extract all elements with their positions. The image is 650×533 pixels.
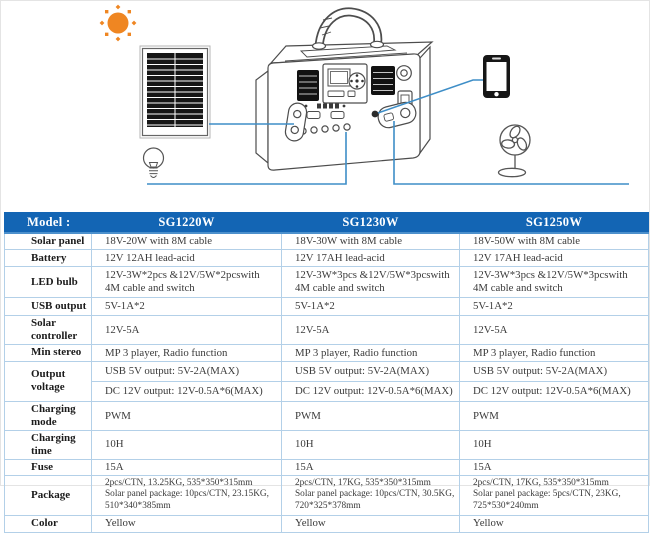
row-label: Color — [4, 514, 92, 533]
row-usb-output: USB output 5V-1A*2 5V-1A*2 5V-1A*2 — [4, 297, 649, 316]
row-solar-controller: Solar controller 12V-5A 12V-5A 12V-5A — [4, 315, 649, 345]
package-line: Solar panel package: 5pcs/CTN, 23KG, 725… — [473, 489, 621, 512]
row-package: Package 2pcs/CTN, 13.25KG, 535*350*315mm… — [4, 474, 649, 516]
spec-cell: PWM — [459, 400, 649, 431]
package-line: 2pcs/CTN, 13.25KG, 535*350*315mm — [105, 477, 253, 488]
row-label: Charging mode — [4, 400, 92, 431]
spec-cell: 12V-5A — [459, 315, 649, 345]
spec-cell: 15A — [281, 458, 460, 476]
spec-cell: 18V-50W with 8M cable — [459, 232, 649, 250]
model-header-label: Model : — [4, 212, 92, 234]
spec-cell: 15A — [459, 458, 649, 476]
package-line: 2pcs/CTN, 17KG, 535*350*315mm — [473, 477, 609, 488]
row-charging-time: Charging time 10H 10H 10H — [4, 429, 649, 460]
spec-cell: DC 12V output: 12V-0.5A*6(MAX) — [91, 380, 282, 402]
row-solar-panel: Solar panel 18V-20W with 8M cable 18V-30… — [4, 232, 649, 250]
spec-table: Model : SG1220W SG1230W SG1250W Solar pa… — [4, 212, 649, 533]
spec-cell: 10H — [91, 429, 282, 460]
spec-cell: 12V-5A — [281, 315, 460, 345]
spec-cell: 5V-1A*2 — [281, 297, 460, 316]
sun-icon — [99, 4, 137, 42]
spec-cell: 18V-30W with 8M cable — [281, 232, 460, 250]
row-led-bulb: LED bulb 12V-3W*2pcs &12V/5W*2pcswith 4M… — [4, 266, 649, 298]
spec-cell: DC 12V output: 12V-0.5A*6(MAX) — [281, 380, 460, 402]
model-column-sg1250w: SG1250W — [459, 212, 649, 234]
spec-cell: 5V-1A*2 — [91, 297, 282, 316]
spec-cell: 2pcs/CTN, 13.25KG, 535*350*315mm Solar p… — [91, 474, 282, 516]
spec-cell: Yellow — [281, 514, 460, 533]
spec-cell: 12V 17AH lead-acid — [281, 249, 460, 267]
solar-panel-icon — [139, 45, 211, 139]
row-min-stereo: Min stereo MP 3 player, Radio function M… — [4, 343, 649, 362]
row-label: Battery — [4, 249, 92, 267]
package-line: Solar panel package: 10pcs/CTN, 23.15KG,… — [105, 489, 269, 512]
row-label: Min stereo — [4, 343, 92, 362]
row-fuse: Fuse 15A 15A 15A — [4, 458, 649, 476]
row-label: LED bulb — [4, 266, 92, 298]
spec-cell: 2pcs/CTN, 17KG, 535*350*315mm Solar pane… — [281, 474, 460, 516]
spec-cell: 12V-3W*3pcs &12V/5W*3pcswith 4M cable an… — [281, 266, 460, 298]
model-column-sg1220w: SG1220W — [91, 212, 282, 234]
spec-cell: 18V-20W with 8M cable — [91, 232, 282, 250]
row-label: USB output — [4, 297, 92, 316]
spec-cell: MP 3 player, Radio function — [281, 343, 460, 362]
row-label: Package — [4, 474, 92, 516]
row-label: Solar controller — [4, 315, 92, 345]
row-battery: Battery 12V 12AH lead-acid 12V 17AH lead… — [4, 249, 649, 267]
row-color: Color Yellow Yellow Yellow — [4, 514, 649, 533]
spec-cell: 12V-5A — [91, 315, 282, 345]
spec-cell: MP 3 player, Radio function — [91, 343, 282, 362]
spec-cell: 15A — [91, 458, 282, 476]
light-bulb-icon — [142, 147, 165, 178]
connector-lines — [147, 79, 629, 185]
spec-cell: 12V 17AH lead-acid — [459, 249, 649, 267]
row-label: Charging time — [4, 429, 92, 460]
model-column-sg1230w: SG1230W — [281, 212, 460, 234]
spec-cell: 12V-3W*3pcs &12V/5W*3pcswith 4M cable an… — [459, 266, 649, 298]
row-charging-mode: Charging mode PWM PWM PWM — [4, 400, 649, 431]
spec-cell: 10H — [281, 429, 460, 460]
spec-cell: USB 5V output: 5V-2A(MAX) — [459, 360, 649, 382]
row-label: Solar panel — [4, 232, 92, 250]
table-header-row: Model : SG1220W SG1230W SG1250W — [4, 212, 649, 234]
spec-cell: 12V 12AH lead-acid — [91, 249, 282, 267]
spec-cell: 2pcs/CTN, 17KG, 535*350*315mm Solar pane… — [459, 474, 649, 516]
spec-cell: PWM — [91, 400, 282, 431]
spec-cell: 10H — [459, 429, 649, 460]
spec-cell: USB 5V output: 5V-2A(MAX) — [91, 360, 282, 382]
package-line: 2pcs/CTN, 17KG, 535*350*315mm — [295, 477, 431, 488]
power-station-icon — [255, 7, 434, 171]
spec-cell: 12V-3W*2pcs &12V/5W*2pcswith 4M cable an… — [91, 266, 282, 298]
row-label: Output voltage — [4, 360, 92, 402]
phone-icon — [483, 55, 510, 98]
spec-cell: USB 5V output: 5V-2A(MAX) — [281, 360, 460, 382]
spec-cell: Yellow — [91, 514, 282, 533]
spec-cell: PWM — [281, 400, 460, 431]
row-output-voltage-dc: DC 12V output: 12V-0.5A*6(MAX) DC 12V ou… — [5, 380, 649, 402]
spec-cell: MP 3 player, Radio function — [459, 343, 649, 362]
spec-cell: DC 12V output: 12V-0.5A*6(MAX) — [459, 380, 649, 402]
usb-port-dot — [371, 110, 379, 118]
row-output-voltage-usb: Output voltage USB 5V output: 5V-2A(MAX)… — [4, 360, 649, 402]
fan-icon — [497, 124, 531, 178]
row-label: Fuse — [4, 458, 92, 476]
system-diagram — [99, 4, 629, 185]
spec-cell: 5V-1A*2 — [459, 297, 649, 316]
package-line: Solar panel package: 10pcs/CTN, 30.5KG, … — [295, 489, 455, 512]
spec-cell: Yellow — [459, 514, 649, 533]
